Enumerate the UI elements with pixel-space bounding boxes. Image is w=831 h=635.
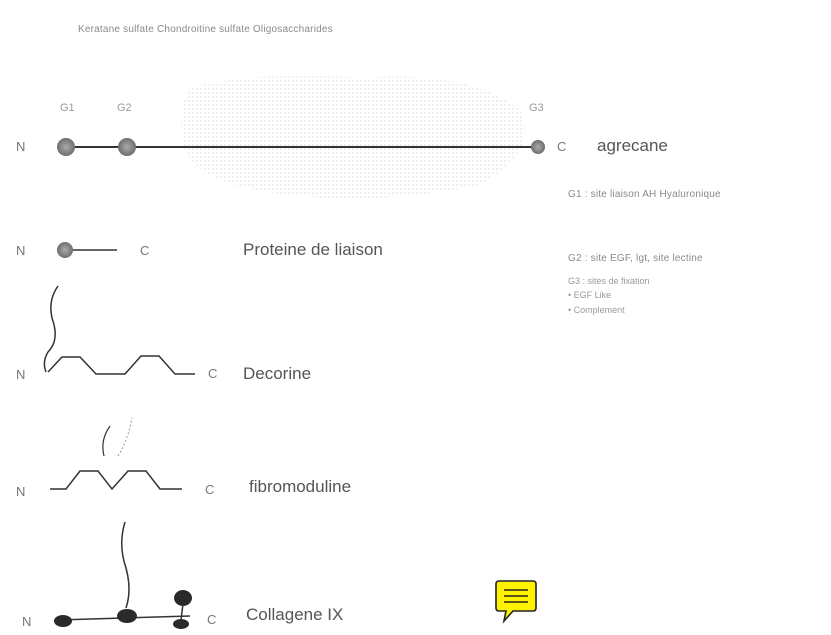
comment-icon[interactable] bbox=[493, 578, 539, 624]
aggrecan-g3-label: G3 bbox=[529, 102, 544, 114]
fibromodulin-c-terminus: C bbox=[205, 482, 215, 497]
collagen-n-terminus: N bbox=[22, 614, 32, 629]
aggrecan-c-terminus: C bbox=[557, 139, 567, 154]
collagen-domain-3 bbox=[174, 590, 192, 606]
aggrecan-g2-domain bbox=[118, 138, 136, 156]
collagen-domain-2 bbox=[117, 609, 137, 623]
collagen-c-terminus: C bbox=[207, 612, 217, 627]
link-protein-n-terminus: N bbox=[16, 243, 26, 258]
collagen-name: Collagene IX bbox=[246, 605, 344, 624]
fibromodulin-n-terminus: N bbox=[16, 484, 26, 499]
comment-icon-graphic bbox=[495, 580, 537, 624]
aggrecan-n-terminus: N bbox=[16, 139, 26, 154]
decorin-name: Decorine bbox=[243, 364, 312, 383]
link-protein-domain bbox=[57, 242, 73, 258]
decorin-n-terminus: N bbox=[16, 367, 26, 382]
collagen-domain-4 bbox=[173, 619, 189, 629]
fibromodulin-chain-1 bbox=[102, 425, 111, 457]
fibromodulin-chain-2 bbox=[117, 417, 133, 457]
decorin-chain bbox=[43, 285, 59, 373]
aggrecan-name: agrecane bbox=[597, 136, 668, 155]
legend-g3: G3 : sites de fixation bbox=[568, 276, 650, 286]
decorin-c-terminus: C bbox=[208, 366, 218, 381]
aggrecan-g1-domain bbox=[57, 138, 75, 156]
collagen-domain-1 bbox=[54, 615, 72, 627]
diagram-header: Keratane sulfate Chondroitine sulfate Ol… bbox=[78, 24, 333, 35]
fibromodulin-core bbox=[50, 470, 182, 491]
legend-egf: • EGF Like bbox=[568, 290, 612, 300]
decorin-core bbox=[47, 355, 195, 375]
link-protein-c-terminus: C bbox=[140, 243, 150, 258]
link-protein-name: Proteine de liaison bbox=[243, 240, 383, 259]
glycosylation-cloud bbox=[181, 75, 525, 199]
legend-complement: • Complement bbox=[568, 305, 625, 315]
legend-g1: G1 : site liaison AH Hyaluronique bbox=[568, 189, 721, 200]
collagen-chain bbox=[121, 521, 130, 609]
legend-g2: G2 : site EGF, lgt, site lectine bbox=[568, 253, 703, 264]
aggrecan-g2-label: G2 bbox=[117, 102, 132, 114]
aggrecan-g1-label: G1 bbox=[60, 102, 75, 114]
fibromodulin-name: fibromoduline bbox=[249, 477, 352, 496]
aggrecan-g3-domain bbox=[531, 140, 545, 154]
